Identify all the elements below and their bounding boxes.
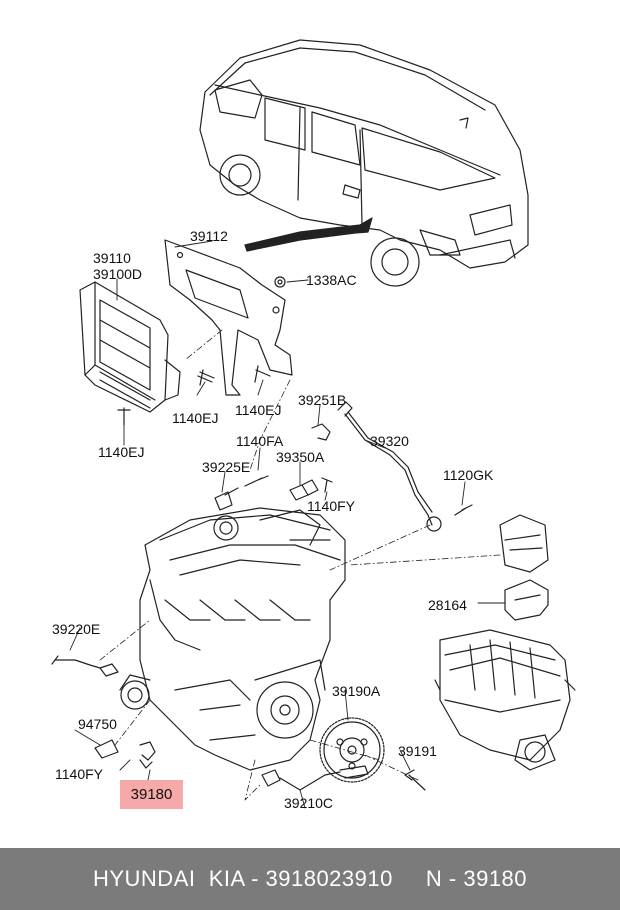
part-label-1140fy-b: 1140FY: [55, 766, 103, 782]
flywheel: [319, 717, 385, 783]
part-label-39210c: 39210C: [284, 795, 334, 811]
part-label-39251b: 39251B: [298, 392, 347, 408]
part-label-1338ac: 1338AC: [306, 272, 357, 288]
part-label-39220e: 39220E: [52, 621, 101, 637]
parts-diagram: [51, 39, 576, 809]
bolts: [117, 276, 473, 791]
part-label-39225e: 39225E: [202, 459, 251, 475]
air-cleaner: [434, 629, 576, 771]
part-label-39110: 39110: [93, 250, 131, 266]
part-label-39350a: 39350A: [276, 449, 325, 465]
part-label-1120gk: 1120GK: [443, 467, 494, 483]
part-label-39180: 39180: [130, 786, 173, 803]
part-label-39190a: 39190A: [332, 683, 381, 699]
part-label-39100d: 39100D: [93, 266, 143, 282]
ecu-bracket: [164, 239, 293, 396]
air-intake-parts: [499, 514, 549, 621]
ecu-module: [79, 281, 181, 413]
reference-lines: [99, 329, 501, 801]
part-label-1140ej-a: 1140EJ: [172, 410, 219, 426]
part-label-1140ej-b: 1140EJ: [235, 402, 282, 418]
part-label-1140fa: 1140FA: [236, 433, 284, 449]
highlight-box: [120, 780, 183, 809]
leader-lines: [69, 240, 506, 809]
pointer-arrow: [244, 217, 373, 252]
part-label-28164: 28164: [428, 597, 467, 613]
footer-bar: HYUNDAI KIA - 3918023910 N - 39180: [0, 848, 620, 910]
footer-part-number: HYUNDAI KIA - 3918023910 N - 39180: [92, 866, 528, 891]
part-label-39112: 39112: [190, 228, 228, 244]
part-label-1140fy-a: 1140FY: [307, 498, 355, 514]
part-label-39191: 39191: [398, 743, 437, 759]
part-label-39320: 39320: [370, 433, 409, 449]
vehicle-illustration: [199, 39, 529, 287]
part-label-94750: 94750: [78, 716, 117, 732]
part-label-1140ej-c: 1140EJ: [98, 444, 145, 460]
engine-block: [119, 507, 346, 771]
